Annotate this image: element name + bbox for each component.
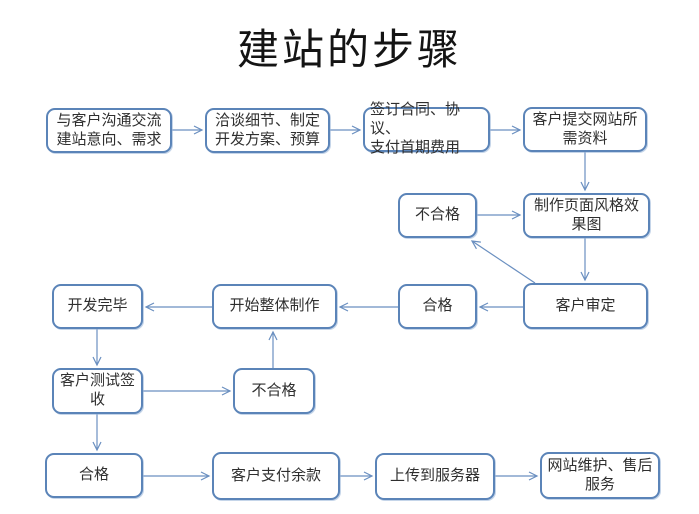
- flow-node-fail-test: 不合格: [233, 368, 315, 414]
- flow-node-dev-done: 开发完毕: [52, 284, 143, 329]
- flow-node-pass-test: 合格: [45, 453, 143, 498]
- flow-node-review: 客户审定: [523, 283, 648, 329]
- flow-node-build: 开始整体制作: [212, 284, 337, 329]
- flow-node-design: 制作页面风格效 果图: [523, 193, 650, 238]
- flow-node-contract: 签订合同、协议、 支付首期费用: [363, 102, 490, 156]
- flow-node-materials: 客户提交网站所 需资料: [523, 107, 647, 152]
- flow-node-negotiate: 洽谈细节、制定 开发方案、预算: [205, 108, 330, 153]
- arrow-review-to-fail-design: [470, 240, 536, 284]
- flow-node-upload: 上传到服务器: [375, 453, 495, 500]
- flow-node-pass-review: 合格: [398, 284, 477, 329]
- flow-node-fail-design: 不合格: [398, 193, 477, 238]
- flow-node-maintain: 网站维护、售后 服务: [540, 452, 660, 499]
- flow-node-communicate: 与客户沟通交流 建站意向、需求: [46, 108, 172, 153]
- page-title: 建站的步骤: [236, 28, 462, 74]
- flow-node-test: 客户测试签 收: [52, 368, 143, 414]
- flow-node-payment: 客户支付余款: [212, 452, 340, 500]
